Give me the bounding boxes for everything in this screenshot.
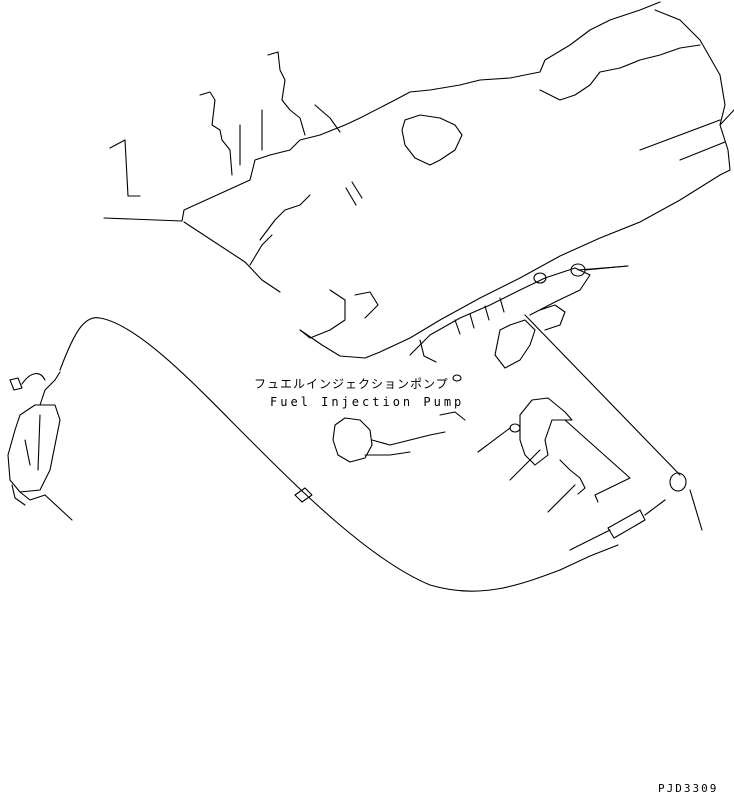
drawing-code: PJD3309 (658, 782, 719, 795)
control-cable (59, 314, 687, 592)
part-label-english: Fuel Injection Pump (270, 395, 465, 409)
bracket (509, 397, 631, 503)
engine-block (103, 1, 734, 359)
pump-body (332, 263, 629, 463)
control-unit (7, 371, 61, 506)
part-label-japanese: フュエルインジェクションポンプ (254, 377, 449, 391)
leader-lines (44, 265, 703, 531)
